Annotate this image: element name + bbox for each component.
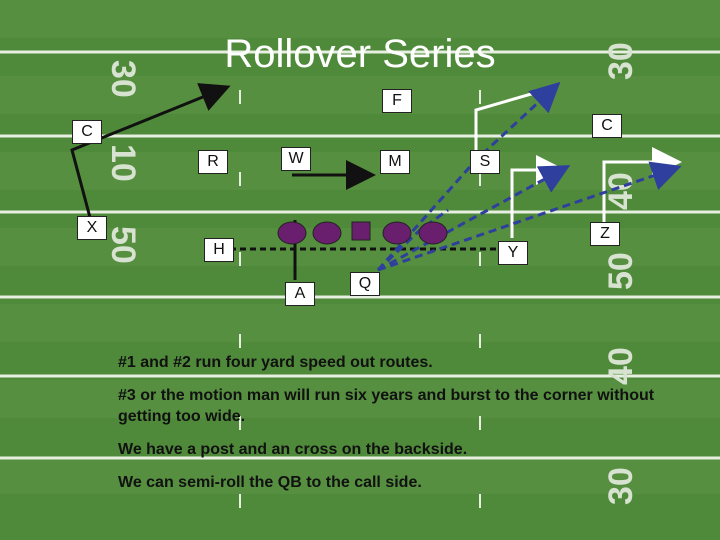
route-x-post [70,83,231,226]
label-h: H [204,238,234,262]
label-w: W [281,147,311,171]
yard-number: 10 [104,144,142,182]
route-blue-3 [377,161,682,272]
yard-number: 40 [602,347,640,385]
label-a: A [285,282,315,306]
note-line: #1 and #2 run four yard speed out routes… [118,354,433,371]
yard-number: 30 [104,60,142,98]
slide-title: Rollover Series [224,32,496,76]
note-line: We can semi-roll the QB to the call side… [118,474,422,491]
yard-number: 50 [602,252,640,290]
lineman [312,221,342,245]
play-notes: #1 and #2 run four yard speed out routes… [118,352,678,505]
label-q: Q [350,272,380,296]
label-z: Z [590,222,620,246]
yard-lines [0,50,720,460]
yard-number: 30 [602,42,640,80]
yard-number: 30 [602,467,640,505]
label-x: X [77,216,107,240]
label-c-left: C [72,120,102,144]
note-line: We have a post and an cross on the backs… [118,441,468,458]
yard-number: 40 [602,172,640,210]
label-r: R [198,150,228,174]
field-stripes [0,0,720,494]
lineman [277,221,307,245]
label-f: F [382,89,412,113]
note-line: #3 or the motion man will run six years … [118,387,655,425]
center [351,221,371,241]
hash-marks [239,90,481,508]
route-blue-2 [377,165,571,272]
label-s: S [470,150,500,174]
yard-number: 50 [104,226,142,264]
yard-numbers: 30 10 50 50 40 40 30 30 [104,42,640,505]
label-y: Y [498,241,528,265]
label-c-right: C [592,114,622,138]
offensive-line [277,221,448,245]
lineman [418,221,448,245]
lineman [382,221,412,245]
route-s-white [474,86,553,160]
label-m: M [380,150,410,174]
